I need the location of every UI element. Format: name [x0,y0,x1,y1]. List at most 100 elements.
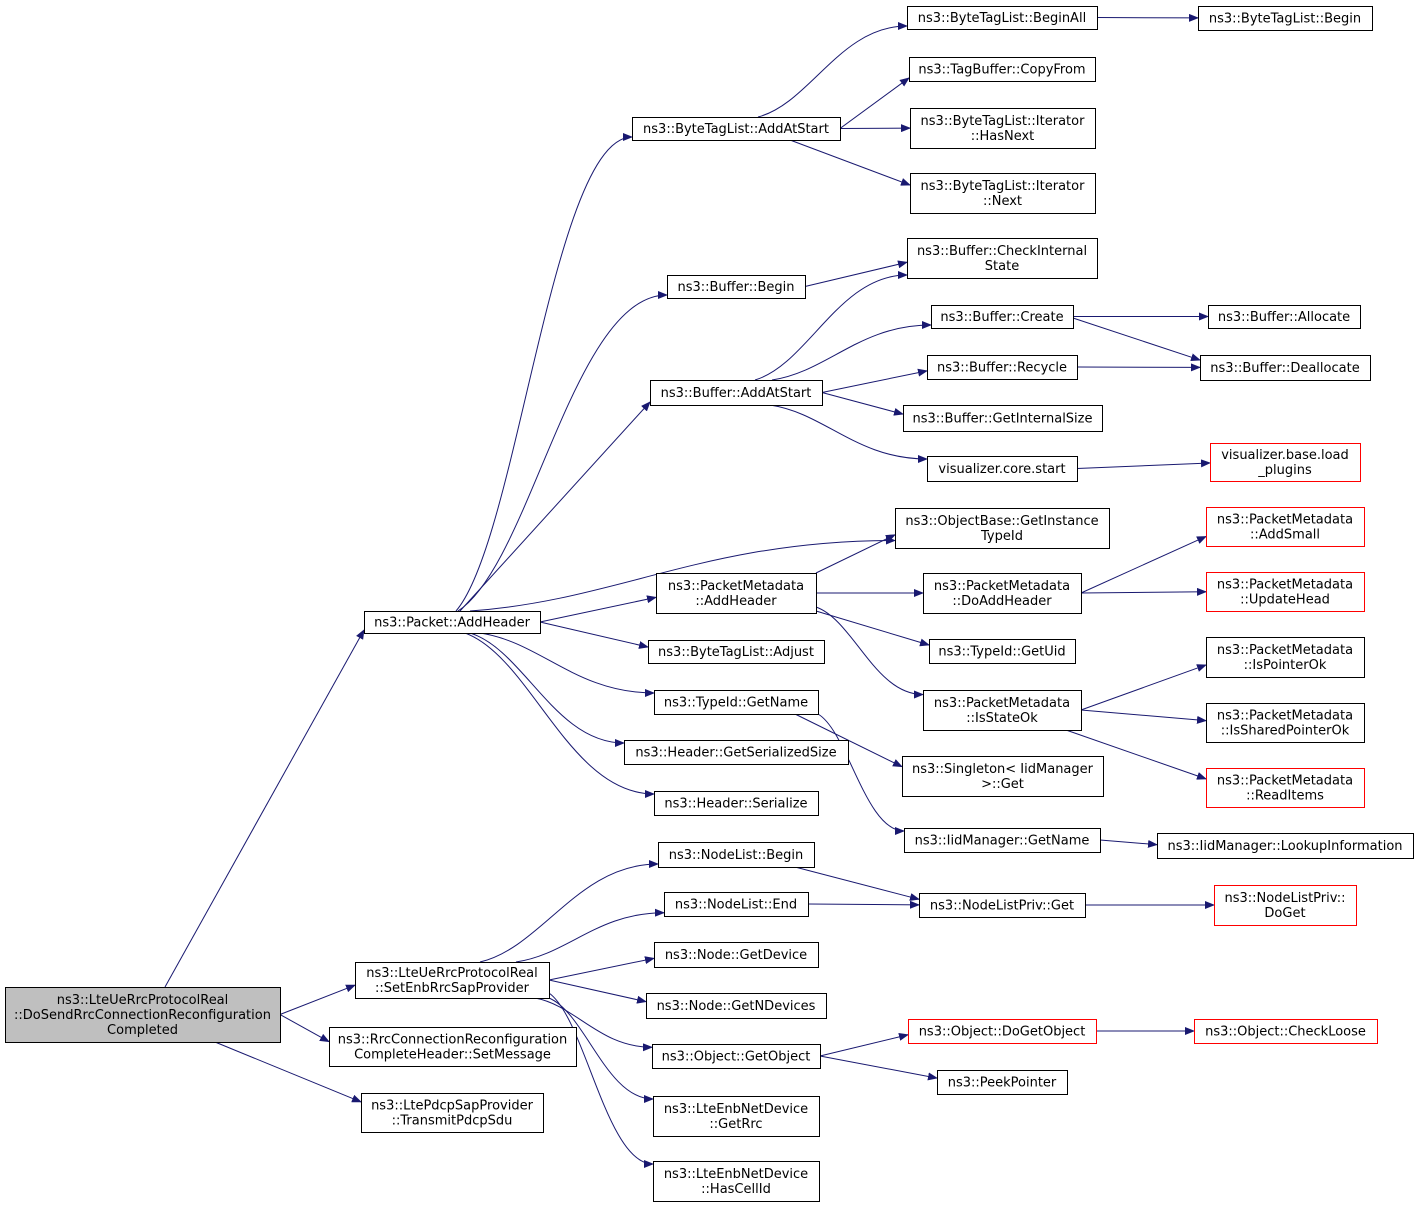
node-label-line: ns3::Buffer::Recycle [937,361,1067,376]
node-box [654,791,819,816]
node-box [902,756,1104,797]
node-bufDealloc[interactable]: ns3::Buffer::Deallocate [1200,355,1371,381]
node-label-line: ns3::ByteTagList::AddAtStart [643,122,829,137]
node-box [1206,768,1365,808]
node-objCheckLoose[interactable]: ns3::Object::CheckLoose [1194,1019,1378,1044]
node-singletonGet[interactable]: ns3::Singleton< IidManager>::Get [902,756,1104,797]
node-box [910,108,1096,149]
node-box [5,987,281,1043]
node-iidGetName[interactable]: ns3::IidManager::GetName [904,828,1101,853]
node-typeGetName[interactable]: ns3::TypeId::GetName [654,690,819,715]
node-label-line: DoGet [1264,906,1305,921]
node-itHasNext[interactable]: ns3::ByteTagList::Iterator::HasNext [910,108,1096,149]
node-label-line: ::GetRrc [709,1117,762,1132]
call-edge-setEnb-to-nodeGetDevice [548,956,655,981]
node-box [632,117,841,141]
node-bufAllocate[interactable]: ns3::Buffer::Allocate [1208,305,1361,329]
call-edge-bufBegin-to-bufCheck [804,260,908,287]
node-label-line: ns3::Buffer::Begin [677,280,794,295]
node-box [1157,833,1414,859]
node-itNext[interactable]: ns3::ByteTagList::Iterator::Next [910,173,1096,214]
node-hdrGetSize[interactable]: ns3::Header::GetSerializedSize [624,740,849,765]
node-hdrSerialize[interactable]: ns3::Header::Serialize [654,791,819,816]
call-edge-pmAddHeader-to-objBaseTypeId [815,534,896,574]
node-btlAdjust[interactable]: ns3::ByteTagList::Adjust [648,640,825,664]
node-nlpGet[interactable]: ns3::NodeListPriv::Get [919,893,1086,918]
node-box [895,508,1110,549]
node-addHeader[interactable]: ns3::Packet::AddHeader [364,611,541,634]
call-edge-objGetObject-to-peekPtr [819,1055,938,1081]
node-bufRecycle[interactable]: ns3::Buffer::Recycle [927,355,1078,380]
node-nlEnd[interactable]: ns3::NodeList::End [664,892,809,917]
node-box [355,962,550,999]
node-objDoGet[interactable]: ns3::Object::DoGetObject [908,1019,1097,1044]
node-btlBeginAll[interactable]: ns3::ByteTagList::BeginAll [907,6,1098,30]
node-nlpDoGet[interactable]: ns3::NodeListPriv::DoGet [1214,885,1357,926]
call-edge-bufAddAtStart-to-bufGetSize [821,392,904,416]
node-box [923,573,1082,614]
node-pmReadItems[interactable]: ns3::PacketMetadata::ReadItems [1206,768,1365,808]
node-box [1206,572,1365,612]
node-transmit[interactable]: ns3::LtePdcpSapProvider::TransmitPdcpSdu [361,1093,544,1133]
call-edge-btlAddAtStart-to-btlBeginAll [757,22,908,118]
node-label-line: ns3::ByteTagList::Begin [1209,12,1361,27]
node-setEnb[interactable]: ns3::LteUeRrcProtocolReal::SetEnbRrcSapP… [355,962,550,999]
node-box [908,1019,1097,1044]
node-box [624,740,849,765]
node-label-line: ns3::Object::CheckLoose [1205,1025,1366,1040]
node-enbHasCell[interactable]: ns3::LteEnbNetDevice::HasCellId [653,1161,820,1202]
node-label-line: ::HasNext [971,129,1035,144]
node-label-line: ns3::PacketMetadata [1217,709,1353,724]
node-btlAddAtStart[interactable]: ns3::ByteTagList::AddAtStart [632,117,841,141]
node-box [654,690,819,715]
node-pmIsShared[interactable]: ns3::PacketMetadata::IsSharedPointerOk [1206,703,1365,743]
node-objGetObject[interactable]: ns3::Object::GetObject [652,1044,821,1069]
node-bufCreate[interactable]: ns3::Buffer::Create [931,305,1074,329]
node-bufBegin[interactable]: ns3::Buffer::Begin [667,275,806,299]
node-label-line: ::SetEnbRrcSapProvider [375,981,530,996]
node-label-line: ::TransmitPdcpSdu [392,1114,513,1129]
node-typeGetUid[interactable]: ns3::TypeId::GetUid [929,639,1076,664]
node-nodeGetDevice[interactable]: ns3::Node::GetDevice [654,942,819,968]
node-pmIsPtrOk[interactable]: ns3::PacketMetadata::IsPointerOk [1206,637,1365,678]
node-vizStart[interactable]: visualizer.core.start [927,456,1078,482]
node-bufAddAtStart[interactable]: ns3::Buffer::AddAtStart [650,380,823,406]
call-edge-addHeader-to-bufAddAtStart [459,401,651,612]
call-edge-bufAddAtStart-to-bufRecycle [821,368,928,393]
node-iidLookup[interactable]: ns3::IidManager::LookupInformation [1157,833,1414,859]
call-edge-addHeader-to-hdrSerialize [464,632,655,798]
node-pmUpdateHead[interactable]: ns3::PacketMetadata::UpdateHead [1206,572,1365,612]
node-label-line: ::IsSharedPointerOk [1221,724,1350,739]
node-label-line: ns3::NodeList::End [675,898,797,913]
node-pmAddSmall[interactable]: ns3::PacketMetadata::AddSmall [1206,507,1365,547]
node-tagCopyFrom[interactable]: ns3::TagBuffer::CopyFrom [909,57,1096,82]
call-edge-bufAddAtStart-to-vizStart [769,404,928,463]
node-pmDoAdd[interactable]: ns3::PacketMetadata::DoAddHeader [923,573,1082,614]
node-box [650,380,823,406]
node-nlBegin[interactable]: ns3::NodeList::Begin [658,842,815,868]
node-label-line: ns3::IidManager::LookupInformation [1167,839,1402,854]
node-label-line: ns3::Object::GetObject [662,1050,811,1065]
node-peekPtr[interactable]: ns3::PeekPointer [937,1070,1068,1095]
node-box [652,1044,821,1069]
node-enbGetRrc[interactable]: ns3::LteEnbNetDevice::GetRrc [653,1096,820,1137]
node-box [1206,507,1365,547]
node-pmIsStateOk[interactable]: ns3::PacketMetadata::IsStateOk [923,690,1082,731]
node-bufGetSize[interactable]: ns3::Buffer::GetInternalSize [903,405,1103,432]
node-btlBegin[interactable]: ns3::ByteTagList::Begin [1198,6,1373,31]
node-label-line: ns3::Singleton< IidManager [912,762,1094,777]
node-label-line: CompleteHeader::SetMessage [354,1048,551,1063]
node-label-line: ns3::PacketMetadata [668,579,804,594]
node-rrcSetMsg[interactable]: ns3::RrcConnectionReconfigurationComplet… [329,1027,577,1067]
call-edge-addHeader-to-pmAddHeader [539,595,657,623]
node-box [910,173,1096,214]
node-pmAddHeader[interactable]: ns3::PacketMetadata::AddHeader [656,573,817,614]
node-root[interactable]: ns3::LteUeRrcProtocolReal::DoSendRrcConn… [5,987,281,1043]
call-edge-setEnb-to-nlEnd [515,908,665,963]
node-label-line: ::UpdateHead [1240,593,1330,608]
node-nodeGetN[interactable]: ns3::Node::GetNDevices [646,993,827,1019]
node-vizLoad[interactable]: visualizer.base.load_plugins [1210,443,1361,482]
node-box [329,1027,577,1067]
